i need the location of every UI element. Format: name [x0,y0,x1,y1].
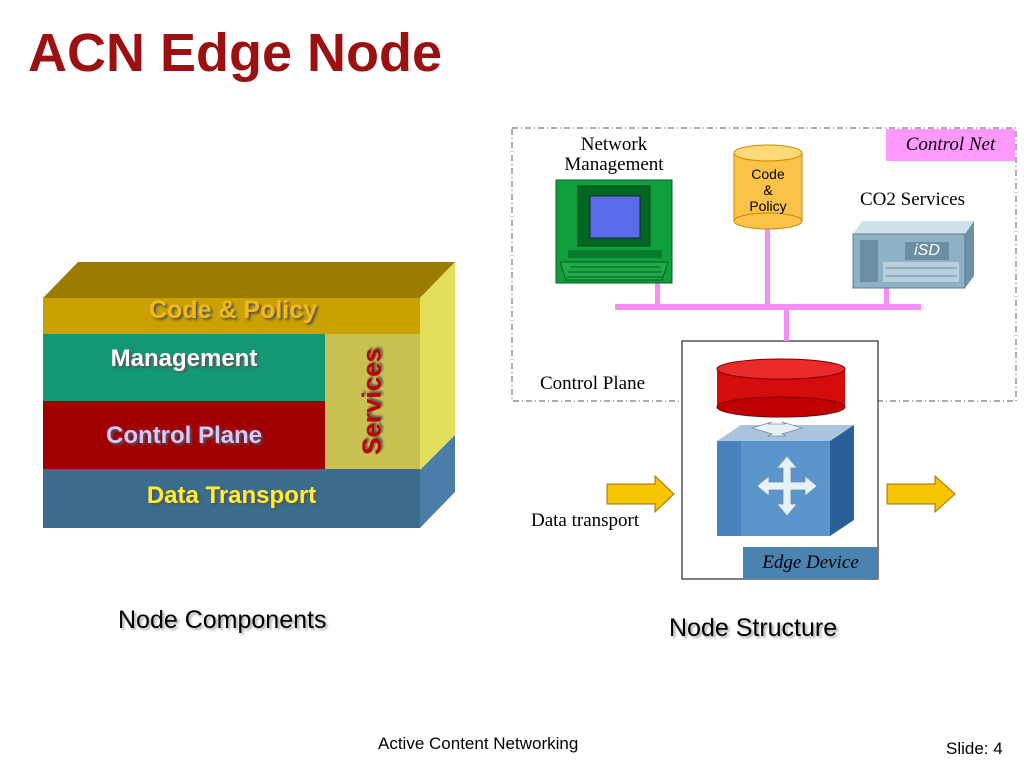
code-line1: Code [751,166,785,182]
control-bus [615,304,921,310]
edge-device-label: Edge Device [762,552,859,573]
control-net-label: Control Net [905,134,996,155]
bus-drop-nm [655,283,660,305]
code-policy-layer [43,298,420,334]
node-structure-caption: Node Structure [669,614,838,642]
control-net-badge [886,129,1015,161]
bus-drop-edge [784,310,789,341]
management-layer [43,334,325,401]
data-transport-layer [43,469,420,528]
isd-label: iSD [914,242,940,259]
switch-cube-icon [717,421,854,536]
management-label: Management [110,345,258,372]
code-line3: Policy [749,198,787,214]
slide-number: Slide: 4 [946,739,1003,758]
data-transport-structure-label: Data transport [531,510,640,531]
edge-device-badge [743,547,878,579]
block-top-face [43,262,455,298]
control-plane-cylinder-icon [716,358,846,418]
block-right-face-upper [420,262,455,470]
arrow-out-icon [886,474,956,514]
code-policy-database-icon [733,144,803,230]
network-management-label: Network Management [556,135,672,175]
network-management-line2: Management [564,154,664,175]
code-policy-label: Code & Policy [148,296,318,324]
network-management-line1: Network [580,134,648,155]
services-layer [325,334,420,469]
bus-drop-code [765,228,770,305]
isd-server-icon [852,221,974,289]
arrow-in-icon [606,474,675,514]
code-policy-db-label: Code & Policy [734,166,802,214]
block-right-face-lower [420,435,455,528]
co2-services-label: CO2 Services [860,189,966,210]
data-transport-label: Data Transport [146,482,317,509]
bus-drop-co2 [884,287,889,305]
node-components-caption: Node Components [118,606,327,634]
control-plane-structure-label: Control Plane [540,373,646,394]
code-line2: & [763,182,773,198]
control-plane-layer [43,401,325,469]
page-title: ACN Edge Node [28,23,443,83]
control-plane-label: Control Plane [105,422,262,449]
computer-icon [555,179,673,284]
footer-title: Active Content Networking [378,734,579,753]
